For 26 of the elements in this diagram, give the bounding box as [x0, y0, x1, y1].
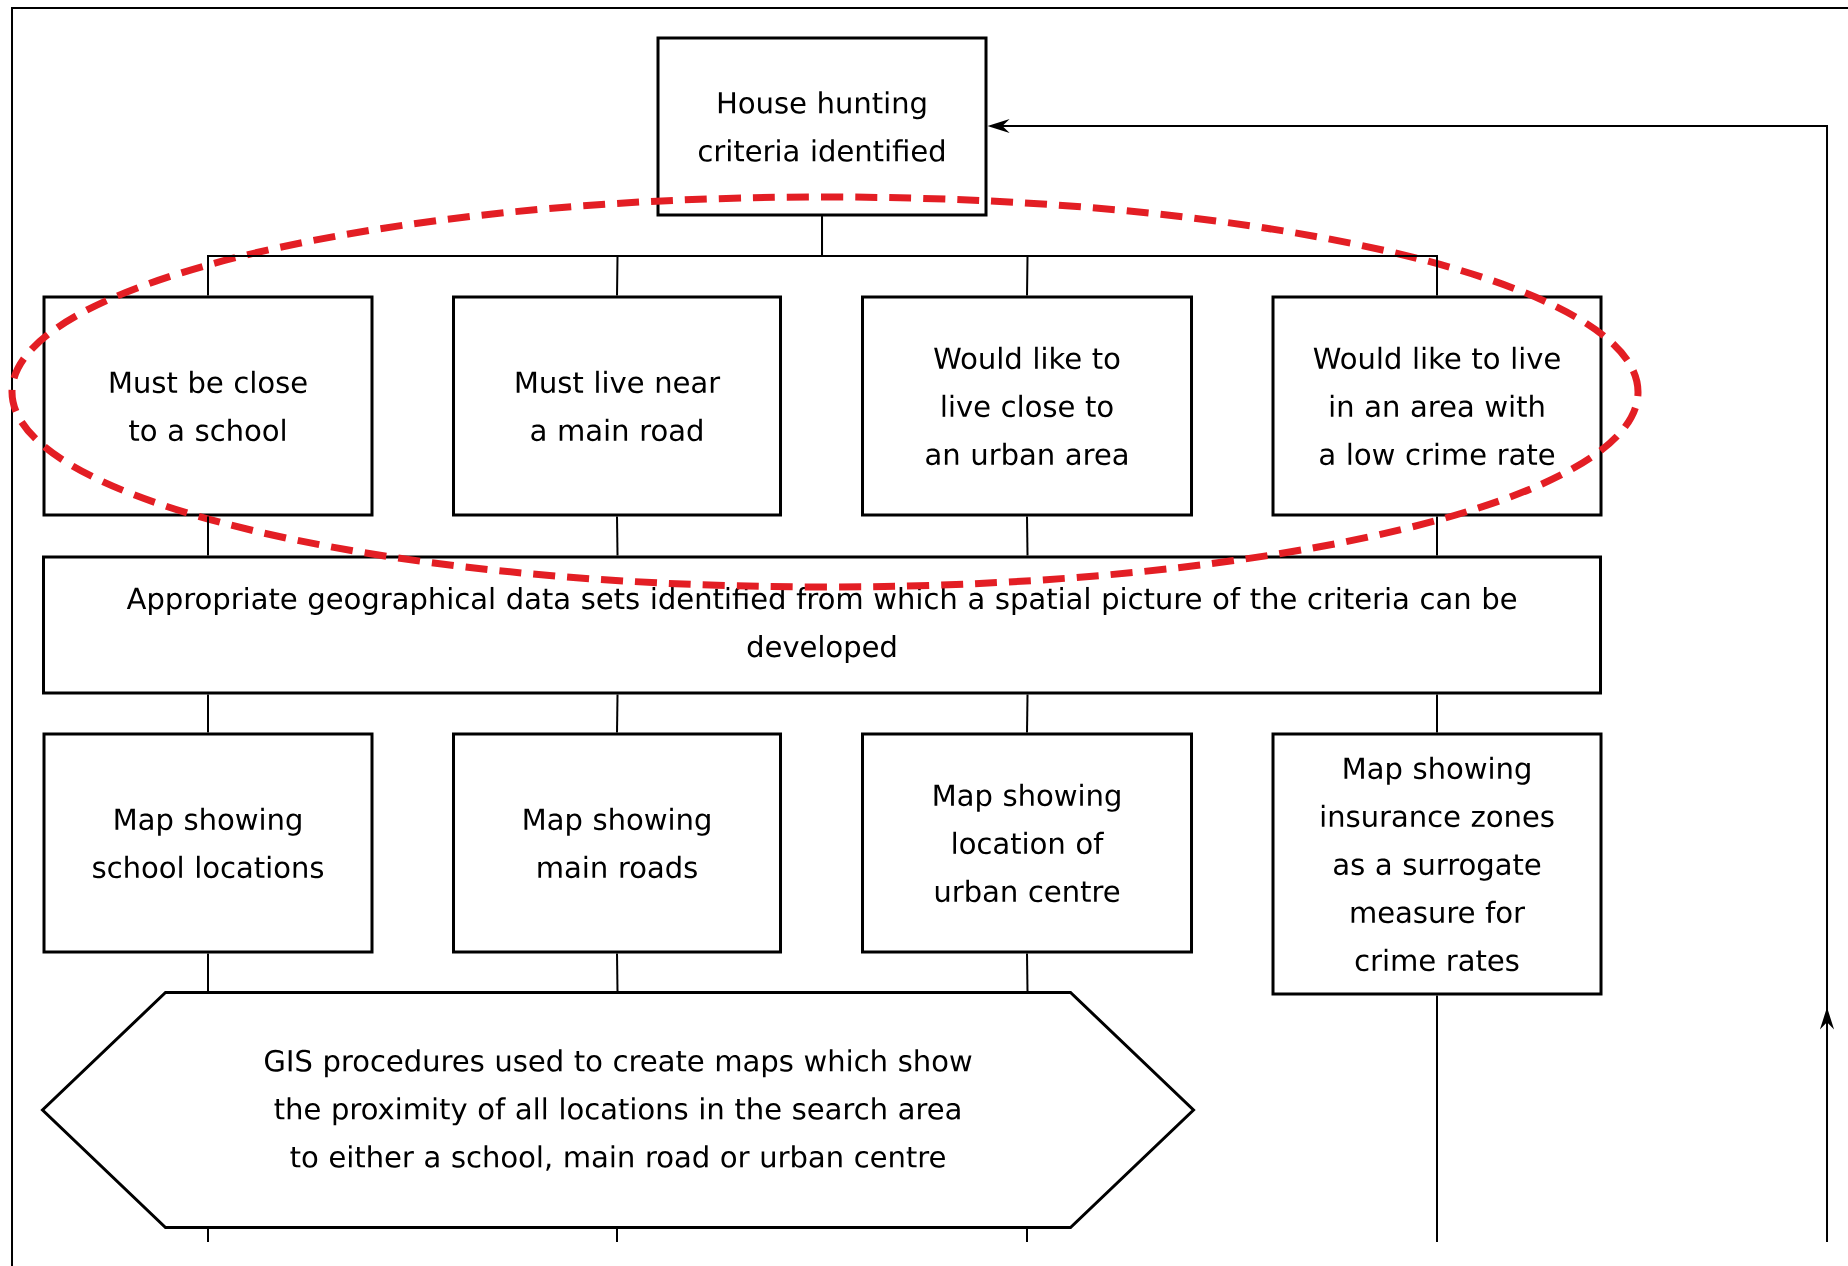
connector-line	[616, 952, 619, 994]
connector-line	[1026, 693, 1029, 734]
map-box: Map showing school locations	[42, 732, 374, 954]
connector-line	[616, 515, 619, 557]
connector-line	[1026, 952, 1029, 994]
connector-line	[616, 693, 619, 734]
connector-line	[207, 1226, 209, 1243]
connector-line	[207, 693, 209, 734]
process-box: House hunting criteria identified	[656, 36, 988, 217]
criteria-box: Would like to live in an area with a low crime rate	[1271, 295, 1603, 517]
criteria-box: Must be close to a school	[42, 295, 374, 517]
connector-line	[616, 1226, 618, 1243]
connector-line	[1436, 515, 1438, 557]
connector-line	[1026, 1226, 1028, 1243]
connector-line	[821, 215, 1438, 297]
map-box: Map showing insurance zones as a surrogate measure for crime rates	[1271, 732, 1603, 996]
map-box: Map showing location of urban centre	[861, 732, 1193, 954]
connector-line	[207, 952, 209, 994]
connector-line	[1026, 515, 1029, 557]
map-box: Map showing main roads	[452, 732, 782, 954]
connector-line	[1436, 994, 1438, 1243]
connector-line	[207, 515, 209, 557]
criteria-box: Must live near a main road	[452, 295, 782, 517]
process-box: Appropriate geographical data sets identified from which a spatial picture of the criteria can be developed	[42, 555, 1602, 695]
criteria-box: Would like to live close to an urban area	[861, 295, 1193, 517]
connector-line	[1436, 693, 1438, 734]
